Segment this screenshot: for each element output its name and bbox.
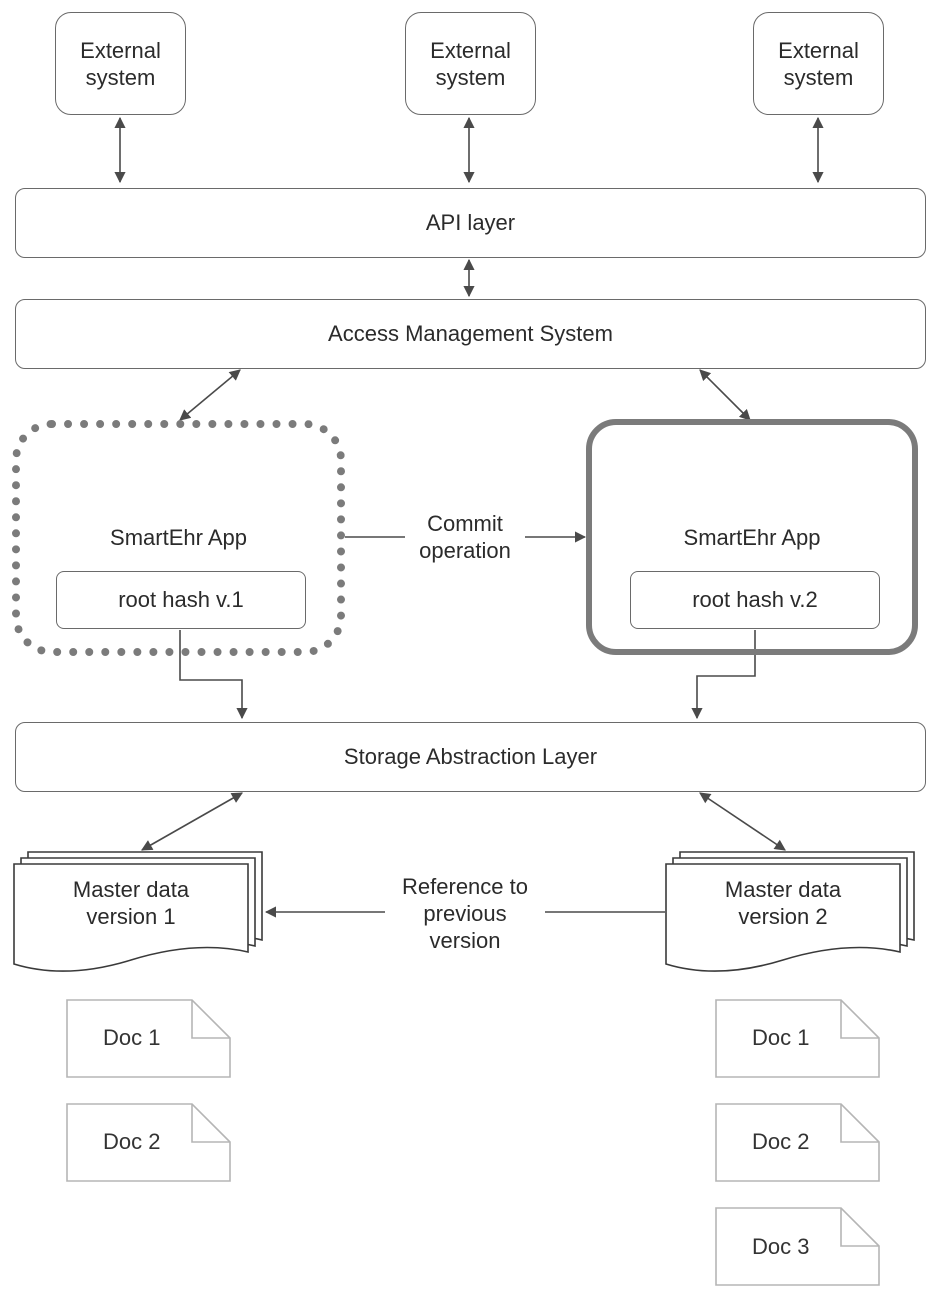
doc-v1-1-shape [66,999,231,1078]
external-system-2: External system [405,12,536,115]
storage-abstraction-layer: Storage Abstraction Layer [15,722,926,792]
smartehr-app-v1 [12,420,345,656]
storage-layer-label: Storage Abstraction Layer [343,744,598,769]
doc-v2-1-label: Doc 1 [752,1025,810,1050]
arrow-access-app2 [699,369,751,421]
doc-v2-2-shape [715,1103,880,1182]
external-system-1-label: External system [80,37,161,90]
doc-v1-2-shape [66,1103,231,1182]
reference-to-previous-label: Reference to previous version [385,873,545,954]
api-layer-label: API layer [425,210,516,235]
root-hash-v1: root hash v.1 [56,571,306,629]
smartehr-app-v2 [586,419,918,655]
access-management-system: Access Management System [15,299,926,369]
root-hash-v1-label: root hash v.1 [118,587,244,612]
arrow-storage-master2 [699,792,786,851]
doc-v2-2-label: Doc 2 [752,1129,810,1154]
smartehr-app-v1-label: SmartEhr App [110,525,247,550]
smartehr-app-v2-label: SmartEhr App [683,525,821,550]
doc-v1-2-label: Doc 2 [103,1129,161,1154]
arrow-access-app1 [179,369,241,421]
doc-v1-1-label: Doc 1 [103,1025,161,1050]
external-system-2-label: External system [430,37,511,90]
external-system-3-label: External system [778,37,859,90]
master-data-v1-label: Master data version 1 [72,877,190,929]
master-data-v1-shape [13,851,263,972]
master-data-v2-shape [665,851,915,972]
root-hash-v2: root hash v.2 [630,571,880,629]
doc-v2-1-shape [715,999,880,1078]
root-hash-v2-label: root hash v.2 [692,587,818,612]
commit-operation-label: Commit operation [405,510,525,564]
doc-v2-3-shape [715,1207,880,1286]
arrow-storage-master1 [141,792,243,851]
master-data-v2-label: Master data version 2 [724,877,842,929]
access-management-label: Access Management System [328,321,613,346]
external-system-1: External system [55,12,186,115]
external-system-3: External system [753,12,884,115]
doc-v2-3-label: Doc 3 [752,1234,810,1259]
api-layer: API layer [15,188,926,258]
